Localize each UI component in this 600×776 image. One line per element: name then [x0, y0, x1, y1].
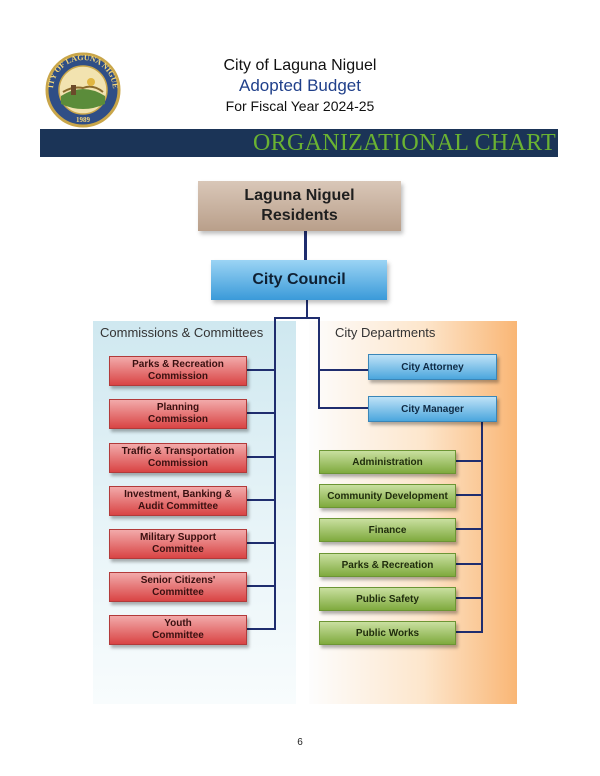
- department-box: Community Development: [319, 484, 456, 508]
- department-label: Public Safety: [356, 593, 419, 605]
- department-label: Finance: [368, 524, 407, 536]
- city-manager-box: City Manager: [368, 396, 497, 422]
- department-box: Finance: [319, 518, 456, 542]
- department-label: Public Works: [355, 627, 420, 639]
- commission-label: Youth Committee: [152, 618, 204, 641]
- department-label: Administration: [352, 456, 423, 468]
- commission-label: Parks & Recreation Commission: [132, 359, 224, 382]
- commission-label: Investment, Banking & Audit Committee: [124, 489, 232, 512]
- commission-box: Investment, Banking & Audit Committee: [109, 486, 247, 516]
- residents-box: Laguna Niguel Residents: [198, 181, 401, 231]
- department-box: Public Works: [319, 621, 456, 645]
- city-manager-label: City Manager: [401, 403, 464, 415]
- city-attorney-box: City Attorney: [368, 354, 497, 380]
- commission-label: Planning Commission: [147, 402, 208, 425]
- commission-box: Planning Commission: [109, 399, 247, 429]
- title-banner: [40, 129, 558, 157]
- page-number: 6: [297, 737, 303, 748]
- department-box: Administration: [319, 450, 456, 474]
- department-box: Public Safety: [319, 587, 456, 611]
- commission-box: Parks & Recreation Commission: [109, 356, 247, 386]
- page-title: ORGANIZATIONAL CHART: [253, 130, 556, 156]
- city-name: City of Laguna Niguel: [223, 57, 377, 74]
- city-council-label: City Council: [252, 271, 346, 288]
- commission-box: Military Support Committee: [109, 529, 247, 559]
- fiscal-year: For Fiscal Year 2024-25: [225, 98, 375, 114]
- commission-box: Senior Citizens' Committee: [109, 572, 247, 602]
- city-seal-logo: CITY OF LAGUNA NIGUEL 1989: [36, 45, 127, 128]
- adopted-budget-title: Adopted Budget: [239, 76, 361, 95]
- svg-text:1989: 1989: [76, 116, 91, 124]
- department-label: Community Development: [327, 490, 448, 502]
- commission-box: Youth Committee: [109, 615, 247, 645]
- commission-label: Traffic & Transportation Commission: [121, 446, 235, 469]
- commission-label: Senior Citizens' Committee: [140, 575, 216, 598]
- department-label: Parks & Recreation: [341, 559, 434, 571]
- department-box: Parks & Recreation: [319, 553, 456, 577]
- city-attorney-label: City Attorney: [401, 361, 464, 373]
- commission-box: Traffic & Transportation Commission: [109, 443, 247, 473]
- city-council-box: City Council: [211, 260, 387, 300]
- departments-panel-title: City Departments: [335, 325, 436, 340]
- commission-label: Military Support Committee: [139, 532, 217, 555]
- residents-label: Laguna Niguel Residents: [244, 187, 355, 224]
- commissions-panel-title: Commissions & Committees: [100, 325, 264, 340]
